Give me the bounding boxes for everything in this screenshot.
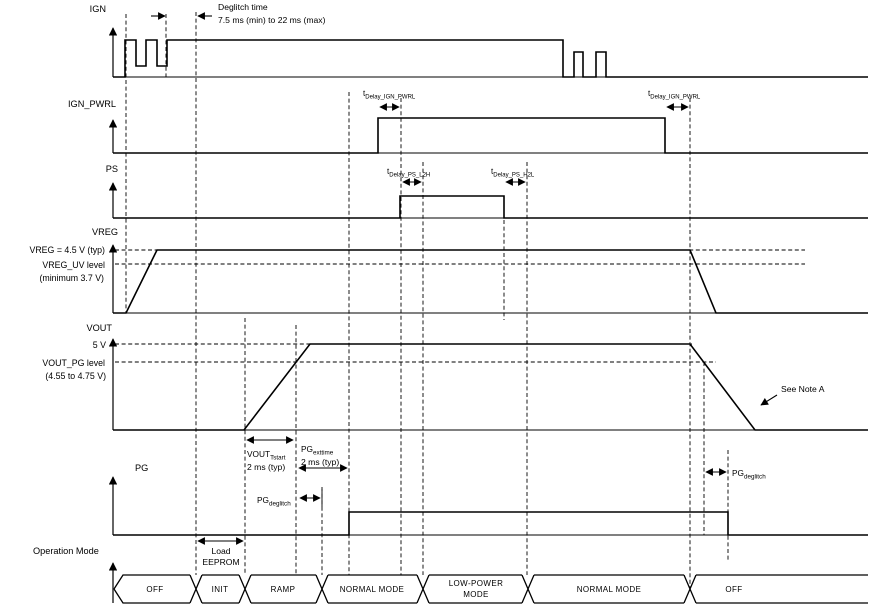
row-pg: PG PGexttime 2 ms (typ) PGdeglitch PGdeg… (108, 444, 868, 536)
ign-waveform (113, 39, 868, 78)
row-ign: IGN Deglitch time 7.5 ms (min) to 22 ms … (90, 2, 868, 78)
vreg-waveform (113, 249, 868, 314)
mode-transitions (189, 574, 697, 604)
load-eeprom-label-1: Load (211, 546, 230, 556)
vout-pg-level-label-2: (4.55 to 4.75 V) (45, 371, 106, 381)
tdelay-ps-h2l-label: tDelay_PS_H2L (491, 167, 535, 179)
pg-exttime-label-line2: 2 ms (typ) (301, 457, 339, 467)
vreg-uv-level-label-1: VREG_UV level (42, 260, 105, 270)
vout-tstart-label: VOUTTstart (247, 449, 286, 462)
vreg-uv-level-label-2: (minimum 3.7 V) (39, 273, 104, 283)
row-ign-pwrl: IGN_PWRL tDelay_IGN_PWRL tDelay_IGN_PWRL (68, 89, 868, 154)
row-ps: PS tDelay_PS_L2H tDelay_PS_H2L (106, 164, 868, 219)
pg-label: PG (135, 463, 148, 473)
pg-waveform (113, 511, 868, 536)
vout-waveform (113, 343, 868, 431)
dashed-level-lines (115, 249, 805, 363)
ps-waveform (113, 195, 868, 219)
vreg-typ-level-label: VREG = 4.5 V (typ) (29, 245, 105, 255)
deglitch-time-line2: 7.5 ms (min) to 22 ms (max) (218, 15, 326, 25)
dashed-vertical-guides (125, 12, 729, 590)
tdelay-ign-pwrl-label-left: tDelay_IGN_PWRL (363, 89, 416, 101)
see-note-a-label: See Note A (781, 384, 825, 394)
ign-pwrl-waveform (113, 117, 868, 154)
vout-pg-level-label-1: VOUT_PG level (42, 358, 105, 368)
mode-segment-off-1: OFF (146, 585, 163, 594)
vout-5v-label: 5 V (93, 340, 106, 350)
mode-segment-normal-2: NORMAL MODE (577, 585, 642, 594)
mode-bus-outline (113, 574, 868, 604)
ps-label: PS (106, 164, 118, 174)
pg-deglitch-label-left: PGdeglitch (257, 495, 291, 508)
ign-pwrl-label: IGN_PWRL (68, 99, 116, 109)
mode-segment-ramp: RAMP (271, 585, 296, 594)
row-vout: VOUT 5 V VOUT_PG level (4.55 to 4.75 V) … (42, 323, 868, 472)
vreg-label: VREG (92, 227, 118, 237)
vout-tstart-label-line2: 2 ms (typ) (247, 462, 285, 472)
mode-segment-init: INIT (212, 585, 229, 594)
see-note-a-arrow (760, 394, 778, 406)
tdelay-ign-pwrl-label-right: tDelay_IGN_PWRL (648, 89, 701, 101)
row-operation-mode: Operation Mode Load EEPROM OFF INIT RAMP… (33, 537, 868, 604)
vout-label: VOUT (86, 323, 112, 333)
tdelay-ps-l2h-label: tDelay_PS_L2H (387, 167, 430, 179)
mode-segment-low-power-line2: MODE (463, 590, 489, 599)
pg-deglitch-label-right: PGdeglitch (732, 468, 766, 481)
ign-label: IGN (90, 4, 106, 14)
load-eeprom-label-2: EEPROM (202, 557, 239, 567)
mode-segment-off-2: OFF (725, 585, 742, 594)
mode-segment-normal-1: NORMAL MODE (340, 585, 405, 594)
row-vreg: VREG VREG = 4.5 V (typ) VREG_UV level (m… (29, 227, 868, 314)
mode-segment-low-power-line1: LOW-POWER (449, 579, 504, 588)
operation-mode-label: Operation Mode (33, 546, 99, 556)
pg-exttime-label: PGexttime (301, 444, 334, 457)
deglitch-time-line1: Deglitch time (218, 2, 268, 12)
